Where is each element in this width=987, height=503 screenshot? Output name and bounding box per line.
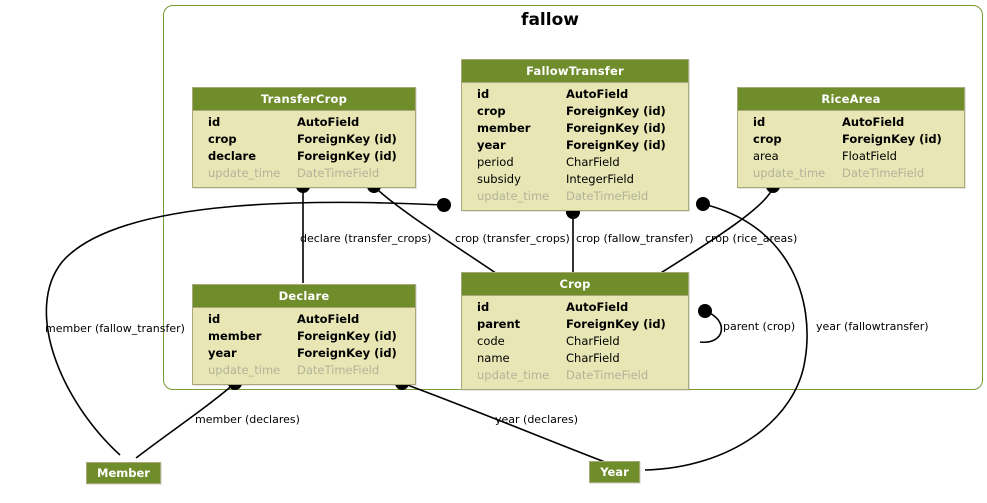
table-row: id AutoField [462, 299, 688, 316]
table-row: update_time DateTimeField [462, 367, 688, 384]
edge-label-member-fallow-transfer: member (fallow_transfer) [45, 322, 185, 335]
table-row: update_time DateTimeField [462, 188, 688, 205]
field-type: ForeignKey (id) [566, 104, 666, 118]
field-name: crop [753, 132, 782, 146]
table-fallowtransfer-fields: id AutoField crop ForeignKey (id) member… [462, 83, 688, 210]
table-crop-title: Crop [462, 273, 688, 296]
field-name: code [477, 334, 505, 348]
table-row: year ForeignKey (id) [462, 137, 688, 154]
table-fallowtransfer-title: FallowTransfer [462, 60, 688, 83]
table-row: year ForeignKey (id) [193, 345, 415, 362]
field-name: id [208, 115, 221, 129]
table-row: area FloatField [738, 148, 964, 165]
field-type: ForeignKey (id) [297, 346, 397, 360]
field-type: ForeignKey (id) [566, 317, 666, 331]
node-year[interactable]: Year [589, 461, 640, 483]
field-name: period [477, 155, 514, 169]
field-type: ForeignKey (id) [842, 132, 942, 146]
field-type: AutoField [297, 312, 360, 326]
field-name: update_time [208, 363, 281, 377]
table-declare-fields: id AutoField member ForeignKey (id) year… [193, 308, 415, 384]
field-name: id [477, 300, 490, 314]
table-transfercrop-fields: id AutoField crop ForeignKey (id) declar… [193, 111, 415, 187]
table-row: update_time DateTimeField [193, 362, 415, 379]
field-name: subsidy [477, 172, 521, 186]
table-row: member ForeignKey (id) [193, 328, 415, 345]
field-type: ForeignKey (id) [297, 132, 397, 146]
field-type: ForeignKey (id) [297, 329, 397, 343]
field-type: IntegerField [566, 172, 634, 186]
table-declare[interactable]: Declare id AutoField member ForeignKey (… [192, 284, 416, 385]
edge-label-crop-fallow-transfer: crop (fallow_transfer) [576, 232, 694, 245]
edge-label-member-declares: member (declares) [195, 413, 300, 426]
field-name: area [753, 149, 779, 163]
table-row: update_time DateTimeField [738, 165, 964, 182]
field-name: id [477, 87, 490, 101]
table-row: crop ForeignKey (id) [738, 131, 964, 148]
field-type: ForeignKey (id) [566, 138, 666, 152]
field-type: ForeignKey (id) [566, 121, 666, 135]
field-type: DateTimeField [297, 363, 380, 377]
field-type: DateTimeField [566, 189, 649, 203]
field-name: member [208, 329, 262, 343]
table-row: id AutoField [193, 114, 415, 131]
field-name: declare [208, 149, 257, 163]
table-row: crop ForeignKey (id) [193, 131, 415, 148]
field-type: CharField [566, 155, 620, 169]
field-name: member [477, 121, 531, 135]
field-name: year [208, 346, 237, 360]
table-crop[interactable]: Crop id AutoField parent ForeignKey (id)… [461, 272, 689, 390]
table-ricearea-fields: id AutoField crop ForeignKey (id) area F… [738, 111, 964, 187]
table-row: declare ForeignKey (id) [193, 148, 415, 165]
edge-label-year-declares: year (declares) [495, 413, 578, 426]
table-declare-title: Declare [193, 285, 415, 308]
edge-label-declare-transfer-crops: declare (transfer_crops) [300, 232, 432, 245]
table-row: code CharField [462, 333, 688, 350]
field-type: DateTimeField [566, 368, 649, 382]
table-row: id AutoField [462, 86, 688, 103]
edge-label-year-fallowtransfer: year (fallowtransfer) [816, 320, 929, 333]
field-name: update_time [753, 166, 826, 180]
field-name: update_time [477, 368, 550, 382]
field-type: AutoField [842, 115, 905, 129]
field-name: year [477, 138, 506, 152]
field-name: id [208, 312, 221, 326]
field-type: AutoField [297, 115, 360, 129]
table-transfercrop-title: TransferCrop [193, 88, 415, 111]
field-name: update_time [208, 166, 281, 180]
table-row: parent ForeignKey (id) [462, 316, 688, 333]
edge-label-parent-crop: parent (crop) [723, 320, 796, 333]
edge-label-crop-transfer-crops: crop (transfer_crops) [455, 232, 570, 245]
table-row: id AutoField [193, 311, 415, 328]
field-name: crop [477, 104, 506, 118]
table-row: id AutoField [738, 114, 964, 131]
field-type: FloatField [842, 149, 897, 163]
table-row: subsidy IntegerField [462, 171, 688, 188]
field-type: AutoField [566, 87, 629, 101]
field-type: DateTimeField [842, 166, 925, 180]
field-type: CharField [566, 351, 620, 365]
edge-label-crop-rice-areas: crop (rice_areas) [705, 232, 798, 245]
table-ricearea-title: RiceArea [738, 88, 964, 111]
node-member[interactable]: Member [86, 462, 161, 484]
field-name: parent [477, 317, 521, 331]
table-row: update_time DateTimeField [193, 165, 415, 182]
table-transfercrop[interactable]: TransferCrop id AutoField crop ForeignKe… [192, 87, 416, 188]
table-row: member ForeignKey (id) [462, 120, 688, 137]
table-crop-fields: id AutoField parent ForeignKey (id) code… [462, 296, 688, 389]
table-fallowtransfer[interactable]: FallowTransfer id AutoField crop Foreign… [461, 59, 689, 211]
field-type: CharField [566, 334, 620, 348]
field-type: AutoField [566, 300, 629, 314]
table-row: period CharField [462, 154, 688, 171]
table-ricearea[interactable]: RiceArea id AutoField crop ForeignKey (i… [737, 87, 965, 188]
field-type: DateTimeField [297, 166, 380, 180]
field-name: update_time [477, 189, 550, 203]
field-name: crop [208, 132, 237, 146]
field-name: name [477, 351, 510, 365]
field-name: id [753, 115, 766, 129]
field-type: ForeignKey (id) [297, 149, 397, 163]
cluster-title: fallow [521, 10, 579, 30]
table-row: name CharField [462, 350, 688, 367]
table-row: crop ForeignKey (id) [462, 103, 688, 120]
